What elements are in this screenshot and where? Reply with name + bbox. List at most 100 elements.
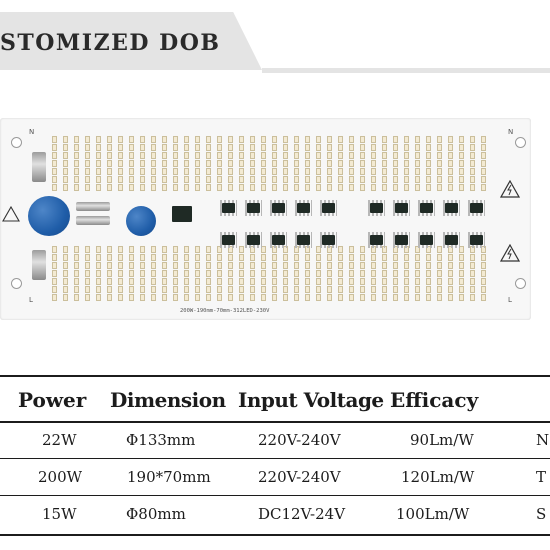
led-chip bbox=[393, 152, 398, 159]
led-chip bbox=[261, 286, 266, 293]
led-chip bbox=[327, 278, 332, 285]
led-chip bbox=[327, 184, 332, 191]
led-chip bbox=[349, 246, 354, 253]
led-chip bbox=[63, 152, 68, 159]
led-chip bbox=[184, 286, 189, 293]
led-chip bbox=[316, 286, 321, 293]
led-chip bbox=[459, 254, 464, 261]
led-chip bbox=[448, 152, 453, 159]
led-chip bbox=[52, 254, 57, 261]
table-border bbox=[0, 375, 550, 377]
led-chip bbox=[261, 254, 266, 261]
led-chip bbox=[107, 168, 112, 175]
led-chip bbox=[96, 270, 101, 277]
led-chip bbox=[74, 176, 79, 183]
led-chip bbox=[129, 144, 134, 151]
led-chip bbox=[283, 176, 288, 183]
varistor-component bbox=[28, 196, 70, 236]
led-chip bbox=[404, 136, 409, 143]
led-chip bbox=[437, 286, 442, 293]
led-chip bbox=[459, 152, 464, 159]
led-chip bbox=[349, 278, 354, 285]
table-border bbox=[0, 534, 550, 536]
led-chip bbox=[316, 270, 321, 277]
led-chip bbox=[239, 136, 244, 143]
led-chip bbox=[52, 270, 57, 277]
led-chip bbox=[85, 254, 90, 261]
led-chip bbox=[173, 144, 178, 151]
led-chip bbox=[118, 160, 123, 167]
led-chip bbox=[173, 246, 178, 253]
led-chip bbox=[327, 270, 332, 277]
led-chip bbox=[459, 286, 464, 293]
led-chip bbox=[338, 254, 343, 261]
led-chip bbox=[261, 294, 266, 301]
led-chip bbox=[261, 144, 266, 151]
led-chip bbox=[272, 294, 277, 301]
led-chip bbox=[316, 278, 321, 285]
led-chip bbox=[173, 278, 178, 285]
led-chip bbox=[173, 168, 178, 175]
led-chip bbox=[250, 160, 255, 167]
led-chip bbox=[272, 152, 277, 159]
led-chip bbox=[206, 144, 211, 151]
led-chip bbox=[349, 152, 354, 159]
led-chip bbox=[74, 168, 79, 175]
led-chip bbox=[426, 278, 431, 285]
led-chip bbox=[305, 176, 310, 183]
led-chip bbox=[360, 270, 365, 277]
led-chip bbox=[162, 152, 167, 159]
led-chip bbox=[393, 286, 398, 293]
led-chip bbox=[129, 168, 134, 175]
led-chip bbox=[206, 270, 211, 277]
led-chip bbox=[316, 294, 321, 301]
led-chip bbox=[437, 184, 442, 191]
led-chip bbox=[140, 294, 145, 301]
led-chip bbox=[107, 270, 112, 277]
led-chip bbox=[118, 262, 123, 269]
led-chip bbox=[250, 294, 255, 301]
led-chip bbox=[305, 152, 310, 159]
led-chip bbox=[459, 168, 464, 175]
led-chip bbox=[305, 184, 310, 191]
driver-ic bbox=[247, 235, 260, 245]
led-chip bbox=[272, 136, 277, 143]
led-chip bbox=[261, 270, 266, 277]
led-chip bbox=[250, 168, 255, 175]
led-chip bbox=[371, 152, 376, 159]
led-chip bbox=[426, 160, 431, 167]
led-chip bbox=[151, 294, 156, 301]
led-chip bbox=[184, 270, 189, 277]
led-chip bbox=[74, 136, 79, 143]
led-chip bbox=[74, 278, 79, 285]
led-chip bbox=[437, 262, 442, 269]
led-chip bbox=[371, 286, 376, 293]
led-chip bbox=[437, 168, 442, 175]
led-chip bbox=[96, 136, 101, 143]
led-chip bbox=[327, 152, 332, 159]
led-chip bbox=[470, 136, 475, 143]
led-chip bbox=[85, 168, 90, 175]
led-chip bbox=[272, 278, 277, 285]
led-chip bbox=[327, 286, 332, 293]
led-chip bbox=[448, 254, 453, 261]
led-chip bbox=[437, 278, 442, 285]
led-chip bbox=[382, 136, 387, 143]
bridge-chip bbox=[172, 206, 192, 222]
led-chip bbox=[393, 144, 398, 151]
led-chip bbox=[360, 286, 365, 293]
led-chip bbox=[140, 184, 145, 191]
led-chip bbox=[437, 160, 442, 167]
led-chip bbox=[349, 144, 354, 151]
led-chip bbox=[426, 176, 431, 183]
led-chip bbox=[283, 278, 288, 285]
led-chip bbox=[305, 294, 310, 301]
led-chip bbox=[261, 262, 266, 269]
led-chip bbox=[426, 262, 431, 269]
led-chip bbox=[261, 160, 266, 167]
led-chip bbox=[426, 270, 431, 277]
led-chip bbox=[393, 184, 398, 191]
led-chip bbox=[481, 136, 486, 143]
led-chip bbox=[184, 160, 189, 167]
led-chip bbox=[96, 246, 101, 253]
